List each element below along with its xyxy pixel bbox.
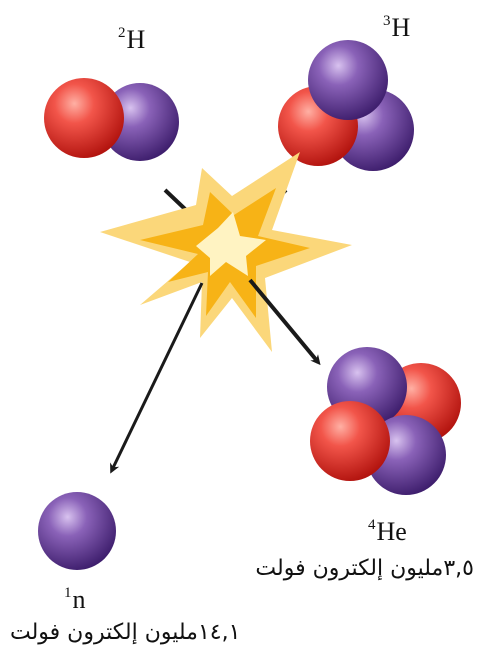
arrow-neutron-out: [112, 283, 202, 470]
helium-energy-label: ٣,٥مليون إلكترون فولت: [255, 558, 474, 580]
tritium-neutron-top: [308, 40, 388, 120]
neutron-label: 1n: [64, 586, 86, 613]
tritium-symbol: H: [392, 13, 411, 42]
neutron-symbol: n: [73, 585, 86, 614]
deuterium-symbol: H: [127, 25, 146, 54]
helium-symbol: He: [377, 517, 407, 546]
deuterium-label: 2H: [118, 26, 145, 53]
helium-label: 4He: [368, 518, 407, 545]
helium-mass-number: 4: [368, 517, 376, 533]
tritium-label: 3H: [383, 14, 410, 41]
collision-burst: [100, 152, 352, 352]
deuterium-nucleus: [44, 78, 179, 161]
free-neutron: [38, 492, 116, 570]
deuterium-mass-number: 2: [118, 25, 126, 41]
neutron-mass-number: 1: [64, 585, 72, 601]
deuterium-proton: [44, 78, 124, 158]
neutron-energy-label: ١٤,١مليون إلكترون فولت: [10, 622, 240, 644]
helium-proton-front: [310, 401, 390, 481]
tritium-nucleus: [278, 40, 414, 171]
helium-nucleus: [310, 347, 461, 495]
tritium-mass-number: 3: [383, 13, 391, 29]
